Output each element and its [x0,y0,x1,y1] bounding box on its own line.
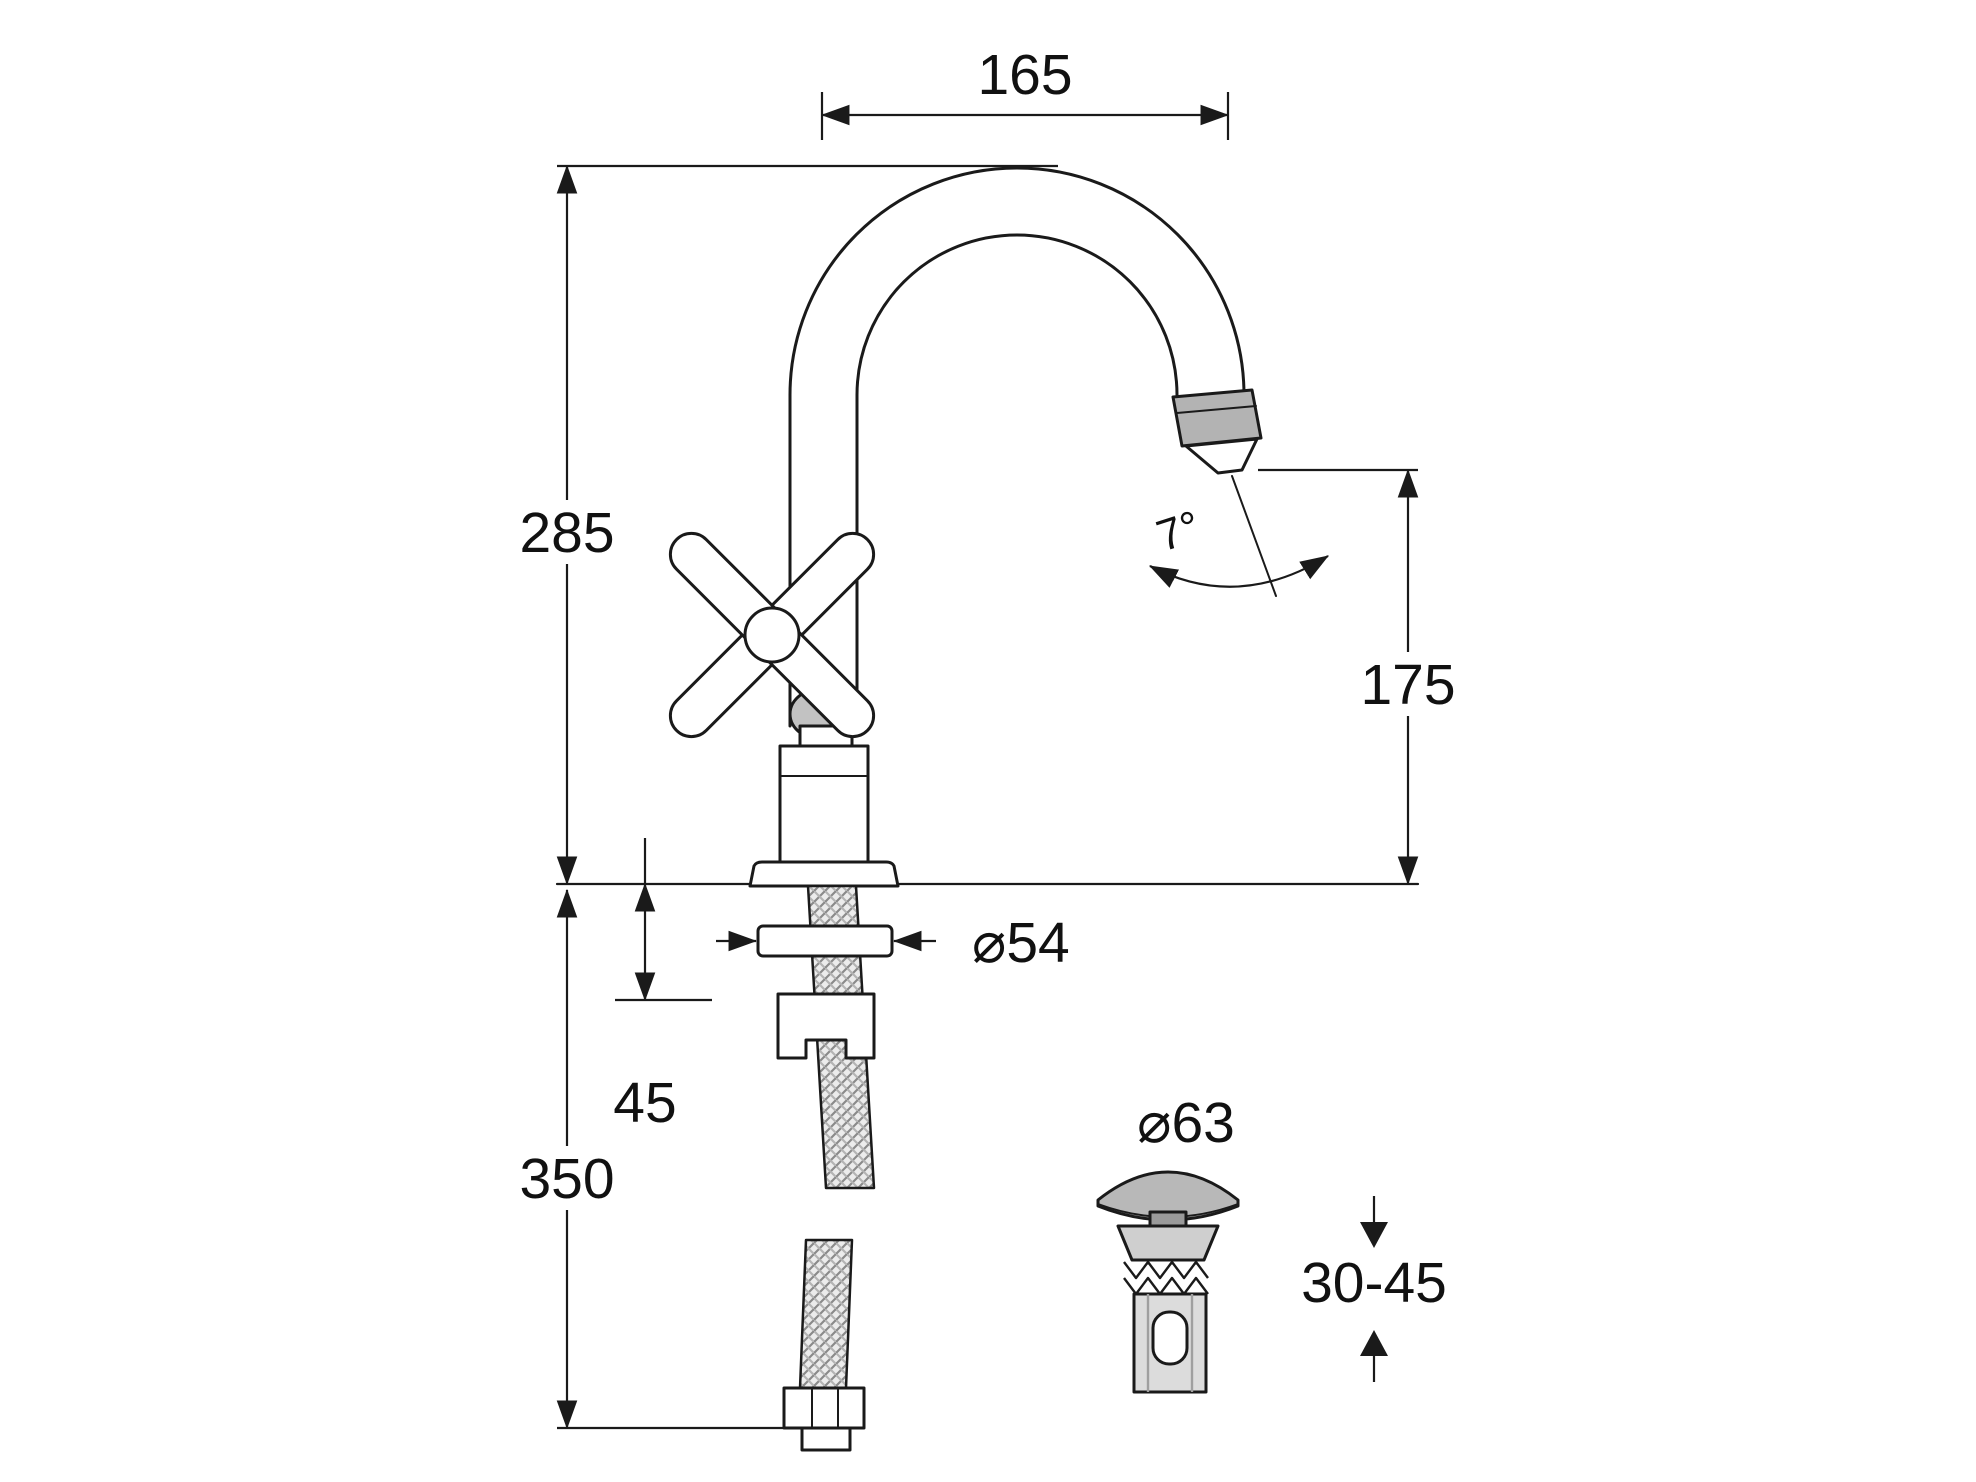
label-spray-angle: 7° [1151,502,1206,562]
mounting-washer [756,924,894,958]
hose-lower [798,1238,854,1390]
gooseneck-outer-curve [788,166,1246,397]
cross-handle [668,531,876,739]
cross-handle-hub [743,606,801,664]
waste-cap [1096,1170,1240,1222]
label-hose-length: 350 [519,1147,614,1211]
faucet-outline [555,166,1420,1452]
label-total-height: 285 [519,501,614,565]
dimension-labels: 165 285 175 7° ⌀54 45 350 ⌀63 30-45 [510,43,1465,1315]
waste-seal-zigzag-bottom [1123,1276,1209,1296]
waste-slot [1151,1310,1189,1366]
waste-funnel [1116,1224,1220,1262]
label-spout-reach: 165 [977,43,1072,107]
waste-seal-zigzag-top [1123,1260,1209,1280]
dimension-lines [556,92,1419,1430]
dim-3045-lower-arrow [1360,1330,1388,1356]
hose-nut-collar [800,1426,852,1452]
label-escutcheon-diameter: ⌀54 [972,911,1070,975]
label-waste-diameter: ⌀63 [1137,1091,1235,1155]
popup-waste-drawing [1096,1170,1240,1394]
aerator-band [1171,388,1263,448]
gooseneck-fill [790,168,1244,395]
mask-285 [510,500,624,564]
dim-3045-upper-arrow [1360,1222,1388,1248]
label-waste-height-range: 30-45 [1301,1251,1447,1315]
valve-body [778,744,870,868]
hose-nut [782,1386,866,1430]
mask-350 [510,1146,624,1210]
label-deck-thickness: 45 [613,1071,676,1135]
spout-tip [1184,437,1259,475]
mounting-nut [776,992,876,1060]
base-flange [748,860,900,888]
mask-175 [1351,652,1465,716]
gooseneck-inner-curve [855,233,1179,397]
aerator-band-line [1176,405,1257,414]
waste-stem [1148,1210,1188,1228]
dim-angle-arc [1148,555,1329,588]
label-spout-height: 175 [1360,653,1455,717]
water-stream-line [1231,475,1277,597]
